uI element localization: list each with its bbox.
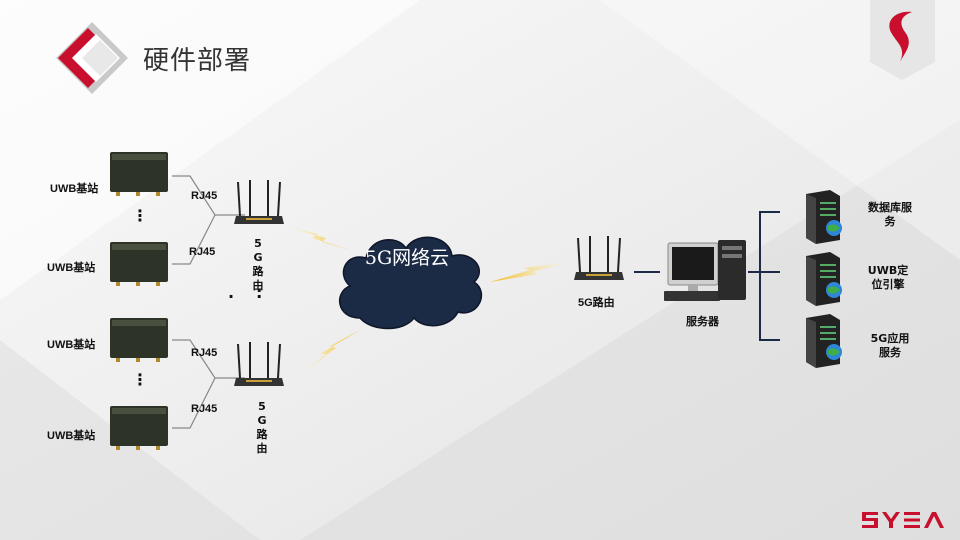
more-routers-dot: .	[228, 289, 234, 296]
router-label: 5G路由	[254, 400, 270, 456]
rj45-label: RJ45	[191, 403, 217, 415]
rj45-label: RJ45	[189, 246, 215, 258]
uwb-base-station-label: UWB基站	[47, 259, 95, 275]
more-stations-dots: ⋮	[132, 376, 148, 383]
page-title: 硬件部署	[143, 40, 251, 77]
router-label-right: 5G路由	[578, 294, 615, 310]
server-icons	[806, 190, 842, 368]
service-label-5g-app: 5G应用服务	[868, 332, 912, 360]
service-label-positioning: UWB定位引擎	[866, 264, 910, 292]
computer-icon	[664, 240, 746, 301]
more-stations-dots: ⋮	[132, 212, 148, 219]
service-label-database: 数据库服务	[868, 201, 912, 229]
router-label: 5G路由	[250, 237, 266, 293]
uwb-base-station-label: UWB基站	[50, 180, 98, 196]
cloud-label: 5G网络云	[362, 245, 452, 271]
rj45-label: RJ45	[191, 190, 217, 202]
uwb-base-station-label: UWB基站	[47, 427, 95, 443]
uwb-base-station-label: UWB基站	[47, 336, 95, 352]
server-label: 服务器	[686, 313, 719, 329]
rj45-label: RJ45	[191, 347, 217, 359]
